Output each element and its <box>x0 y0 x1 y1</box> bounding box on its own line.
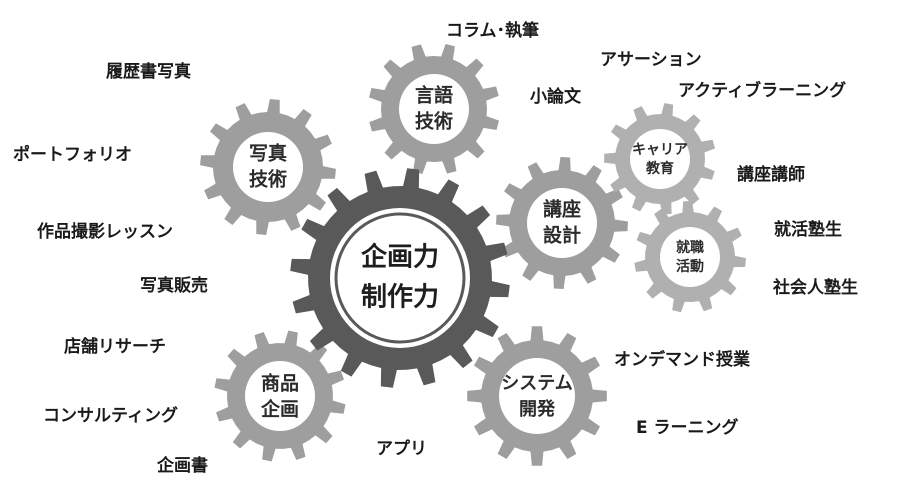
keyword-app: アプリ <box>376 439 427 459</box>
language-gear <box>369 44 499 174</box>
keyword-proposal: 企画書 <box>157 456 208 476</box>
photo-gear-label-line2: 技術 <box>249 168 287 191</box>
product-gear-hub <box>245 361 315 431</box>
career-gear-label-line1: キャリア <box>632 142 688 158</box>
keyword-photo-lesson: 作品撮影レッスン <box>37 222 173 242</box>
center-gear-hub <box>330 208 470 348</box>
keyword-photo-sales: 写真販売 <box>140 276 208 296</box>
product-gear <box>214 330 346 462</box>
keyword-resume-photo: 履歴書写真 <box>106 62 191 82</box>
course-gear <box>496 157 628 289</box>
keyword-lecturer: 講座講師 <box>737 165 805 185</box>
center-gear-label-line1: 企画力 <box>361 242 439 273</box>
keyword-job-students: 就活塾生 <box>774 220 842 240</box>
jobhunt-gear-hub <box>660 227 720 287</box>
language-gear-label-line2: 技術 <box>415 110 453 133</box>
center-gear <box>290 168 510 388</box>
keyword-adult-students: 社会人塾生 <box>773 278 858 298</box>
keyword-on-demand: オンデマンド授業 <box>614 350 750 370</box>
keyword-active-learning: アクティブラーニング <box>678 81 847 101</box>
system-gear-label-line2: 開発 <box>519 398 556 420</box>
keyword-portfolio: ポートフォリオ <box>13 145 132 165</box>
keyword-assertion: アサーション <box>600 50 702 70</box>
jobhunt-gear-label-line1: 就職 <box>676 239 704 256</box>
jobhunt-gear <box>634 201 746 313</box>
keyword-essay: 小論文 <box>530 87 581 107</box>
course-gear-label-line1: 講座 <box>543 198 581 221</box>
keyword-column-writing: コラム･執筆 <box>446 21 539 41</box>
career-gear-hub <box>630 129 690 189</box>
system-gear <box>467 326 607 466</box>
center-gear-inner-ring <box>334 212 466 344</box>
keyword-elearning: E ラーニング <box>636 418 739 438</box>
system-gear-label-line1: システム <box>501 373 572 394</box>
keyword-store-research: 店舗リサーチ <box>64 337 166 357</box>
photo-gear-label-line1: 写真 <box>249 142 287 165</box>
career-gear <box>604 103 715 215</box>
keyword-consulting: コンサルティング <box>43 406 178 426</box>
photo-gear <box>200 99 336 235</box>
product-gear-label-line1: 商品 <box>261 372 299 395</box>
language-gear-hub <box>399 74 469 144</box>
course-gear-hub <box>527 188 597 258</box>
center-gear-label-line2: 制作力 <box>361 283 439 313</box>
photo-gear-hub <box>233 132 303 202</box>
language-gear-label-line1: 言語 <box>415 84 453 107</box>
career-gear-label-line2: 教育 <box>646 160 674 177</box>
jobhunt-gear-label-line2: 活動 <box>676 258 704 275</box>
course-gear-label-line2: 設計 <box>543 224 581 247</box>
system-gear-hub <box>499 358 575 434</box>
product-gear-label-line2: 企画 <box>260 398 299 421</box>
